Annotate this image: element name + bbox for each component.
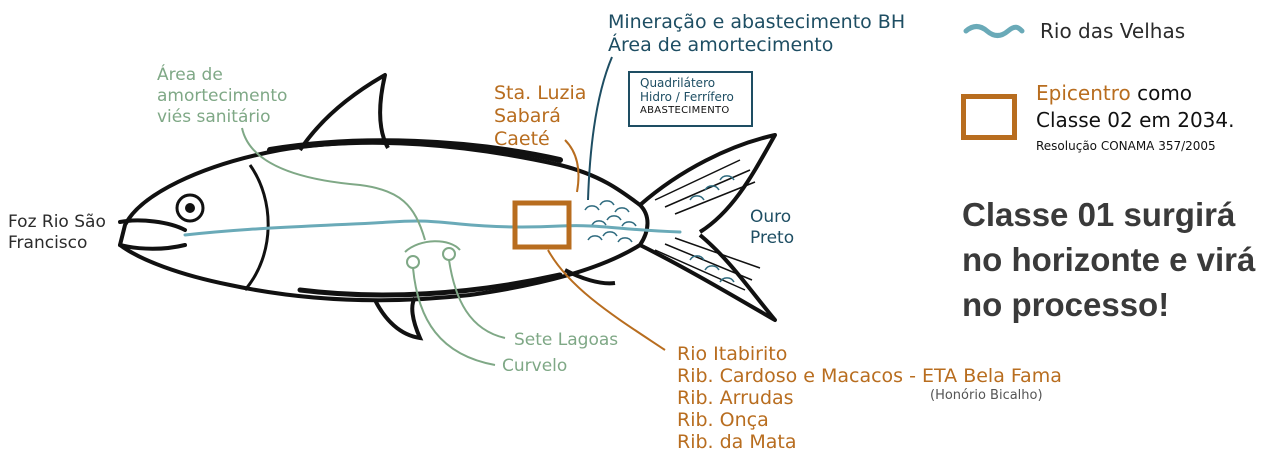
- headline-line1: Classe 01 surgirá: [962, 196, 1236, 233]
- curvelo-marker: [406, 255, 420, 269]
- legend-classe-line: Classe 02 em 2034.: [1036, 108, 1235, 132]
- mouth-label: Foz Rio São Francisco: [8, 212, 106, 254]
- fish-tail-upper: [638, 133, 777, 234]
- buffer-sanitary-label: Área de amortecimento viés sanitário: [157, 65, 287, 128]
- ouro-preto-line2: Preto: [750, 228, 795, 248]
- headline-line2: no horizonte e virá: [962, 241, 1256, 278]
- quadrilatero-line3: ABASTECIMENTO: [640, 105, 730, 116]
- tributary-arrudas: Rib. Arrudas: [677, 387, 794, 409]
- mining-line2: Área de amortecimento: [608, 34, 834, 56]
- cities-east-label: Sta. Luzia Sabará Caeté: [494, 82, 586, 151]
- fish-tail-hatching: [654, 159, 761, 291]
- fish-pelvic-fin: [373, 296, 424, 341]
- ouro-preto-line1: Ouro: [750, 207, 792, 227]
- mouth-label-line2: Francisco: [8, 233, 88, 253]
- tributary-rio-itabirito: Rio Itabirito: [677, 343, 788, 365]
- river-line: [183, 219, 682, 237]
- fish-dorsal-fin: [298, 73, 390, 152]
- epicentro-square: [512, 200, 572, 250]
- tributary-onca: Rib. Onça: [677, 409, 769, 431]
- fish-belly-stroke: [297, 272, 563, 298]
- mouth-label-line1: Foz Rio São: [8, 212, 106, 232]
- curvelo-label: Curvelo: [502, 356, 568, 376]
- legend-river-label: Rio das Velhas: [1040, 19, 1186, 43]
- cities-east-connector: [564, 139, 580, 193]
- buffer-sanitary-connector: [241, 127, 426, 241]
- city-sta-luzia: Sta. Luzia: [494, 82, 587, 104]
- headline-line3: no processo!: [962, 286, 1170, 323]
- tributaries-connector: [547, 249, 666, 351]
- quadrilatero-box: Quadrilátero Hidro / Ferrífero ABASTECIM…: [628, 71, 753, 127]
- headline: Classe 01 surgirá no horizonte e virá no…: [962, 192, 1255, 327]
- legend-epicentro-square: [961, 94, 1017, 140]
- tributary-cardoso-macacos: Rib. Cardoso e Macacos - ETA Bela Fama: [677, 365, 1062, 387]
- sete-lagoas-connector: [448, 259, 506, 339]
- legend-resolucao: Resolução CONAMA 357/2005: [1036, 139, 1216, 153]
- mining-connector: [587, 56, 613, 201]
- tributary-da-mata: Rib. da Mata: [677, 431, 797, 453]
- city-sabara: Sabará: [494, 105, 561, 127]
- buffer-sanitary-line1: Área de: [157, 65, 223, 85]
- fish-pupil: [185, 203, 195, 213]
- buffer-sanitary-line3: viés sanitário: [157, 107, 271, 127]
- legend-epicentro-line: Epicentro como: [1036, 80, 1192, 106]
- legend-epicentro-rest: como: [1130, 81, 1193, 105]
- lagoas-hoop: [404, 240, 461, 253]
- sete-lagoas-marker: [442, 247, 456, 261]
- fish-scales: [584, 175, 735, 283]
- curvelo-connector: [412, 267, 496, 366]
- fish-anal-fin: [564, 268, 616, 286]
- fish-back-stroke: [267, 138, 563, 163]
- buffer-sanitary-line2: amortecimento: [157, 86, 288, 106]
- quadrilatero-line2: Hidro / Ferrífero: [640, 90, 734, 104]
- mining-label: Mineração e abastecimento BH Área de amo…: [608, 11, 905, 57]
- sete-lagoas-label: Sete Lagoas: [514, 330, 619, 350]
- fish-mouth: [118, 218, 187, 251]
- city-caete: Caeté: [494, 128, 550, 150]
- legend-epicentro-word: Epicentro: [1036, 81, 1131, 105]
- ouro-preto-label: Ouro Preto: [750, 207, 794, 249]
- legend-river-icon: [963, 24, 1025, 38]
- honorio-note: (Honório Bicalho): [930, 388, 1043, 403]
- quadrilatero-line1: Quadrilátero: [640, 76, 716, 90]
- fish-tail-lower: [639, 233, 777, 322]
- mining-line1: Mineração e abastecimento BH: [608, 11, 906, 33]
- tributaries-list: Rio Itabirito Rib. Cardoso e Macacos - E…: [677, 343, 1062, 453]
